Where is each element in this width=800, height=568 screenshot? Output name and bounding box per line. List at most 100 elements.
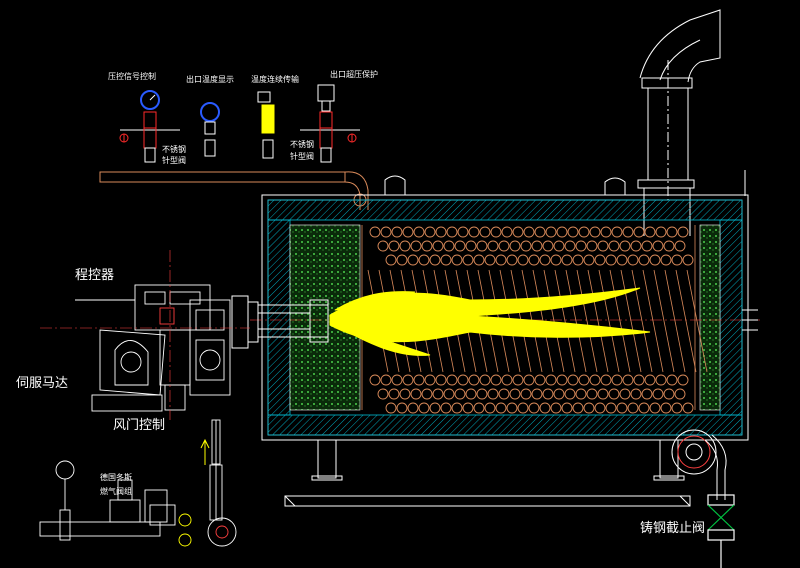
tube-section	[553, 388, 565, 400]
tube-section	[677, 226, 689, 238]
tube-section	[644, 226, 656, 238]
tube-line	[620, 269, 642, 373]
tube-section	[479, 226, 491, 238]
tube-section	[633, 374, 645, 386]
tube-section	[487, 388, 499, 400]
tube-section	[435, 374, 447, 386]
outlet-temp-display-label: 出口温度显示	[186, 75, 234, 84]
tube-section	[391, 374, 403, 386]
tube-section	[539, 254, 551, 266]
tube-section	[462, 254, 474, 266]
tube-section	[589, 226, 601, 238]
base-beam	[284, 495, 691, 507]
tube-section	[380, 226, 392, 238]
tube-section	[564, 240, 576, 252]
tube-section	[457, 374, 469, 386]
overpressure-protection-instrument	[300, 84, 360, 163]
tube-section	[495, 402, 507, 414]
tube-section	[418, 402, 430, 414]
needle-valve-label-1-line1: 不锈钢	[162, 145, 186, 154]
tube-section	[380, 374, 392, 386]
tube-line	[576, 269, 598, 373]
tube-section	[407, 254, 419, 266]
tube-section	[578, 226, 590, 238]
tube-section	[594, 254, 606, 266]
tube-section	[561, 402, 573, 414]
tube-section	[446, 226, 458, 238]
tube-section	[424, 226, 436, 238]
tube-section	[402, 374, 414, 386]
tube-section	[682, 402, 694, 414]
burner-throat	[231, 295, 329, 349]
tube-section	[506, 254, 518, 266]
tube-section	[432, 240, 444, 252]
tube-section	[649, 402, 661, 414]
tube-line	[642, 269, 664, 373]
flame	[329, 287, 651, 356]
tube-section	[454, 240, 466, 252]
tube-section	[388, 240, 400, 252]
tube-section	[677, 374, 689, 386]
tube-section	[399, 240, 411, 252]
tube-section	[429, 254, 441, 266]
tube-section	[413, 374, 425, 386]
tube-section	[600, 374, 612, 386]
tube-section	[674, 388, 686, 400]
tube-section	[556, 374, 568, 386]
tube-section	[402, 226, 414, 238]
tube-section	[641, 240, 653, 252]
tube-section	[377, 240, 389, 252]
tube-section	[578, 374, 590, 386]
tube-section	[616, 254, 628, 266]
tube-section	[597, 388, 609, 400]
tube-section	[666, 226, 678, 238]
tube-section	[561, 254, 573, 266]
tube-section	[567, 374, 579, 386]
tube-section	[534, 226, 546, 238]
gas-valve-group-label-line2: 燃气阀组	[100, 487, 132, 496]
tube-section	[465, 388, 477, 400]
tube-section	[528, 254, 540, 266]
tube-section	[572, 402, 584, 414]
tube-section	[586, 388, 598, 400]
tube-section	[583, 402, 595, 414]
tube-section	[479, 374, 491, 386]
tube-section	[572, 254, 584, 266]
tube-section	[663, 240, 675, 252]
tube-section	[594, 402, 606, 414]
tube-section	[583, 254, 595, 266]
tube-section	[638, 402, 650, 414]
tube-section	[498, 388, 510, 400]
tube-section	[396, 254, 408, 266]
tube-section	[545, 374, 557, 386]
coil-tubes	[361, 225, 708, 414]
tube-line	[675, 269, 697, 373]
rear-connection	[742, 170, 758, 331]
tube-section	[531, 388, 543, 400]
tube-section	[553, 240, 565, 252]
tube-section	[608, 388, 620, 400]
tube-section	[473, 254, 485, 266]
tube-section	[484, 402, 496, 414]
tube-section	[611, 226, 623, 238]
tube-section	[490, 226, 502, 238]
tube-section	[627, 402, 639, 414]
needle-valve-label-2-line1: 不锈钢	[290, 140, 314, 149]
tube-section	[501, 374, 513, 386]
tube-section	[520, 388, 532, 400]
tube-section	[509, 388, 521, 400]
needle-valve-label-2-line2: 针型阀	[290, 152, 314, 161]
temp-transmitter-label: 温度连续传输	[251, 75, 299, 84]
tube-section	[410, 240, 422, 252]
tube-section	[663, 388, 675, 400]
tube-section	[396, 402, 408, 414]
tube-section	[660, 254, 672, 266]
tube-section	[520, 240, 532, 252]
tube-section	[542, 388, 554, 400]
tube-section	[633, 226, 645, 238]
tube-section	[506, 402, 518, 414]
tube-section	[608, 240, 620, 252]
tube-section	[660, 402, 672, 414]
tube-section	[611, 374, 623, 386]
tube-section	[627, 254, 639, 266]
